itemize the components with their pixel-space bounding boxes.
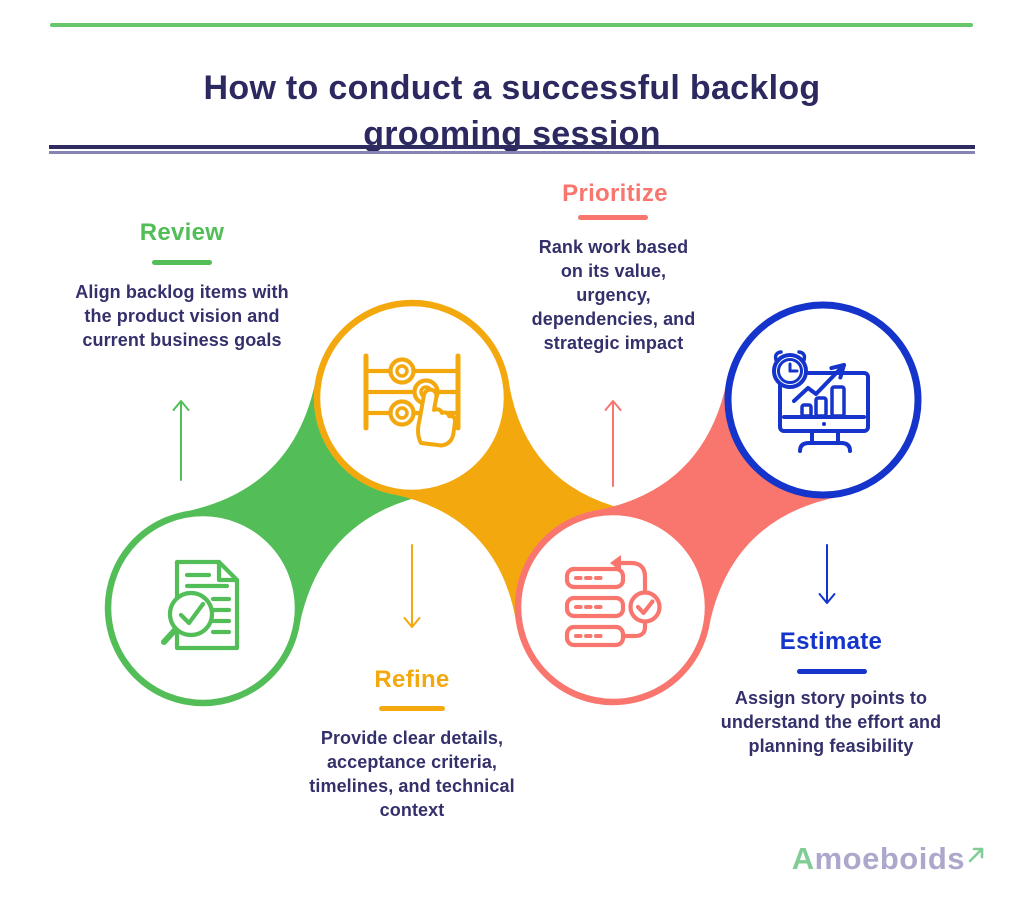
monitor-chart-stopwatch-icon	[772, 350, 870, 453]
estimate-circle	[724, 301, 922, 499]
connector-prioritize-estimate	[596, 382, 840, 625]
abacus-pointing-hand-icon	[363, 353, 461, 448]
refine-underline	[379, 706, 445, 711]
prioritize-step-label: Prioritize	[562, 180, 668, 207]
estimate-step-label: Estimate	[779, 628, 883, 655]
estimate-underline	[797, 669, 867, 674]
review-underline	[152, 260, 212, 265]
prioritize-step-description: Rank work based on its value, urgency, d…	[531, 237, 696, 353]
top-accent-line	[50, 23, 973, 27]
connector-refine-prioritize	[393, 382, 632, 623]
review-step-description: Align backlog items with the product vis…	[75, 282, 289, 350]
refine-down-arrow	[403, 544, 421, 628]
estimate-down-arrow	[818, 544, 836, 604]
review-step-label: Review	[139, 219, 225, 246]
logo-up-right-arrow-icon	[968, 847, 984, 862]
logo-first-letter: A	[791, 841, 815, 876]
backlog-items-check-arrow-icon	[564, 555, 662, 648]
connector-blobs	[185, 381, 840, 625]
title-divider-line-thin	[49, 151, 975, 154]
prioritize-up-arrow	[604, 400, 622, 487]
review-up-arrow	[172, 400, 190, 481]
refine-step-label: Refine	[374, 666, 450, 693]
connector-review-refine	[185, 381, 430, 625]
estimate-step-description: Assign story points to understand the ef…	[720, 688, 942, 756]
logo-text: moeboids	[814, 841, 965, 876]
refine-step-description: Provide clear details, acceptance criter…	[309, 728, 515, 820]
document-magnifier-check-icon	[161, 559, 240, 651]
title-divider-line	[49, 145, 975, 149]
prioritize-underline	[578, 215, 648, 220]
refine-circle	[313, 299, 511, 497]
flow-arrows	[172, 400, 836, 628]
